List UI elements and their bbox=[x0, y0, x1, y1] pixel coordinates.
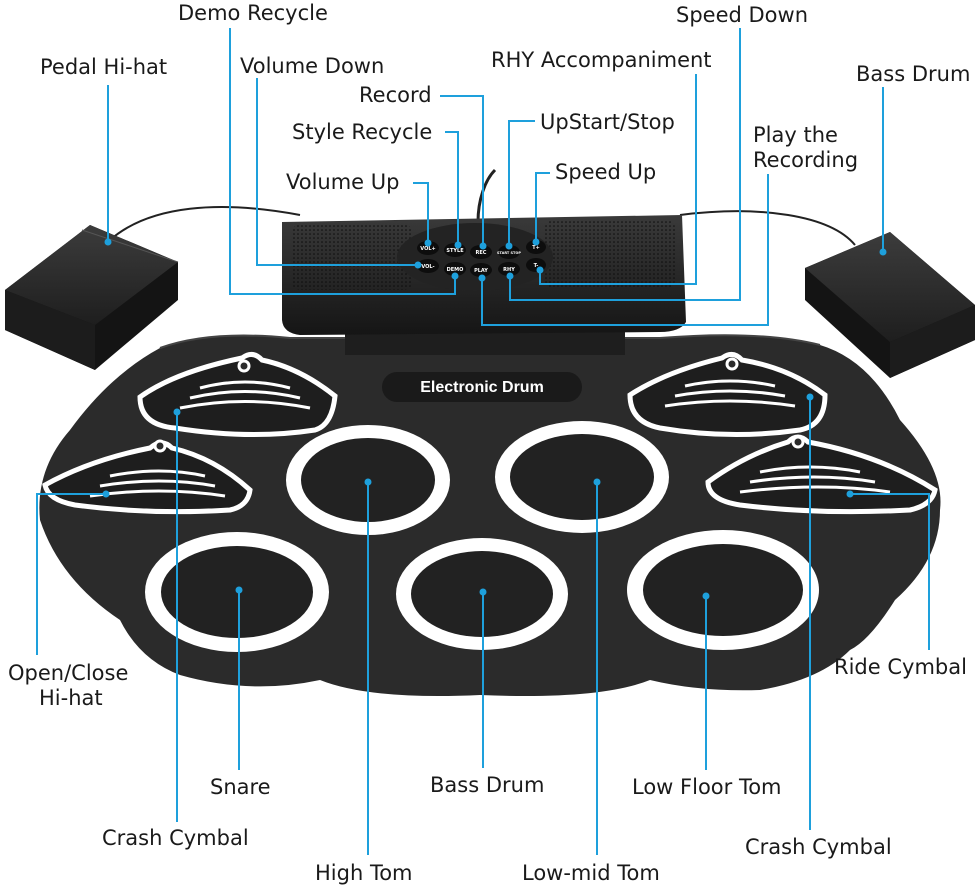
play-button[interactable]: PLAY bbox=[470, 263, 492, 277]
rhy-button[interactable]: RHY bbox=[498, 262, 520, 276]
right-pedal-cable bbox=[679, 210, 856, 246]
svg-text:VOL+: VOL+ bbox=[420, 246, 435, 252]
callout-labels: Demo Recycle Speed Down Pedal Hi-hat Vol… bbox=[8, 1, 970, 885]
drum-pad-low-floor-tom[interactable] bbox=[627, 530, 819, 650]
svg-text:T+: T+ bbox=[532, 245, 540, 251]
label-speed-up: Speed Up bbox=[555, 160, 656, 184]
svg-text:STYLE: STYLE bbox=[446, 248, 464, 254]
left-pedal-cable bbox=[109, 206, 301, 241]
label-recording: Recording bbox=[753, 148, 858, 172]
speed-up-button[interactable]: T+ bbox=[526, 240, 546, 254]
label-rhy-accompaniment: RHY Accompaniment bbox=[491, 48, 712, 72]
pedal-bass-drum[interactable] bbox=[805, 232, 975, 378]
label-hihat: Hi-hat bbox=[39, 686, 103, 710]
svg-text:DEMO: DEMO bbox=[447, 267, 464, 273]
console-cable bbox=[476, 168, 497, 223]
label-volume-down: Volume Down bbox=[240, 54, 384, 78]
cymbal-pad-ride[interactable] bbox=[705, 434, 938, 515]
label-high-tom: High Tom bbox=[315, 861, 413, 885]
brand-label: Electronic Drum bbox=[420, 379, 544, 396]
label-record: Record bbox=[359, 83, 432, 107]
label-speed-down: Speed Down bbox=[676, 3, 808, 27]
svg-text:RHY: RHY bbox=[503, 267, 515, 273]
brand-plate: Electronic Drum bbox=[382, 372, 582, 402]
label-open-close: Open/Close bbox=[8, 661, 128, 685]
label-demo-recycle: Demo Recycle bbox=[178, 1, 328, 25]
cymbal-pad-crash-left[interactable] bbox=[137, 352, 338, 438]
svg-text:REC: REC bbox=[476, 250, 487, 256]
start-stop-button[interactable]: START STOP bbox=[497, 245, 521, 259]
cymbal-pad-crash-right[interactable] bbox=[627, 352, 828, 438]
svg-text:T-: T- bbox=[534, 263, 539, 269]
label-play-the: Play the bbox=[753, 123, 838, 147]
label-volume-up: Volume Up bbox=[286, 170, 399, 194]
label-low-floor-tom: Low Floor Tom bbox=[632, 775, 782, 799]
vol-up-button[interactable]: VOL+ bbox=[417, 241, 439, 255]
drum-pad-low-mid-tom[interactable] bbox=[495, 421, 669, 533]
label-ride-cymbal: Ride Cymbal bbox=[834, 655, 967, 679]
label-upstart-stop: UpStart/Stop bbox=[540, 110, 675, 134]
pedal-hihat[interactable] bbox=[5, 225, 179, 370]
svg-text:VOL-: VOL- bbox=[421, 264, 434, 270]
svg-text:START STOP: START STOP bbox=[497, 251, 521, 255]
vol-down-button[interactable]: VOL- bbox=[417, 259, 439, 273]
label-bass-drum-pad: Bass Drum bbox=[430, 773, 544, 797]
label-crash-cymbal-left: Crash Cymbal bbox=[102, 826, 249, 850]
label-pedal-hihat: Pedal Hi-hat bbox=[40, 55, 167, 79]
rec-button[interactable]: REC bbox=[470, 245, 492, 259]
label-bass-drum-pedal: Bass Drum bbox=[856, 62, 970, 86]
console-buttons: VOL+ VOL- STYLE DEMO REC PLAY START STOP… bbox=[417, 240, 546, 277]
label-crash-cymbal-right: Crash Cymbal bbox=[745, 835, 892, 859]
label-style-recycle: Style Recycle bbox=[292, 120, 432, 144]
leader-lines bbox=[36, 28, 930, 855]
label-low-mid-tom: Low-mid Tom bbox=[522, 861, 660, 885]
label-snare: Snare bbox=[210, 775, 271, 799]
svg-text:PLAY: PLAY bbox=[474, 268, 488, 274]
demo-button[interactable]: DEMO bbox=[444, 262, 466, 276]
